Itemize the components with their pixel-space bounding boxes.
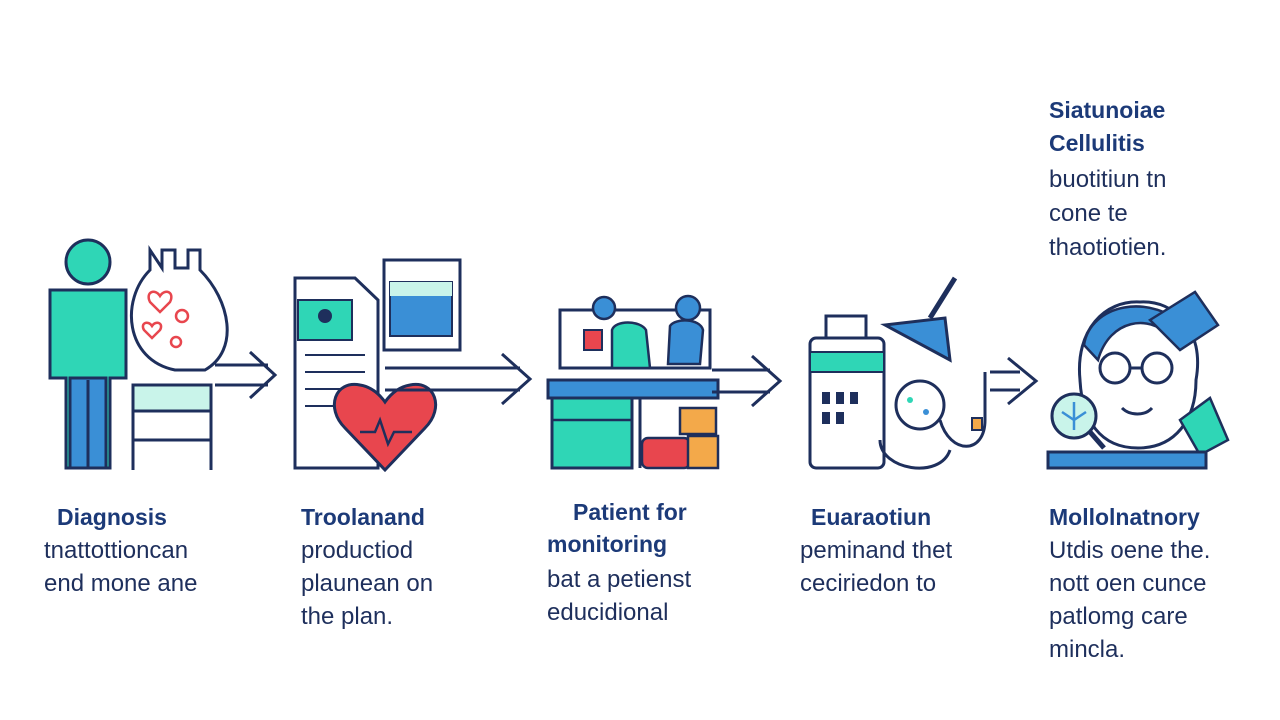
graduate-icon: [1046, 290, 1230, 470]
step-5-title: Mollolnatnory: [1049, 504, 1200, 530]
step-2-title: Troolanand: [301, 504, 425, 530]
step-5-line: nott oen cunce: [1049, 570, 1207, 597]
step-3-title-line: Patient for: [573, 499, 687, 525]
step-3-title-line: monitoring: [547, 531, 668, 557]
step-2-line: productiod: [301, 537, 414, 564]
bed-icon: [131, 383, 213, 470]
lamp-icon: [880, 276, 958, 363]
hospital-desk-icon: [546, 378, 720, 470]
side-note-line: cone te: [1049, 200, 1128, 227]
arrow-4: [990, 356, 1039, 406]
arrow-2: [385, 352, 533, 406]
medical-kit-icon: [640, 406, 720, 470]
step-4-line: peminand thet: [800, 537, 953, 564]
heart-organ-icon: [129, 245, 229, 372]
side-note-line: thaotiotien.: [1049, 234, 1167, 261]
arrow-3: [712, 354, 783, 408]
step-1-line: tnattottioncan: [44, 537, 189, 564]
stethoscope-icon: [878, 372, 987, 470]
step-4-title: Euaraotiun: [811, 504, 932, 530]
step-5-line: Utdis oene the.: [1049, 537, 1211, 564]
person-icon: [48, 238, 128, 470]
step-5-line: patlomg care: [1049, 603, 1188, 630]
medicine-bottle-icon: [808, 314, 886, 470]
side-note-title-line: Cellulitis: [1049, 130, 1145, 156]
step-1-line: end mone ane: [44, 570, 198, 597]
step-3-line: educidional: [547, 599, 669, 626]
step-1-title: Diagnosis: [57, 504, 167, 530]
step-2-line: the plan.: [301, 603, 394, 630]
step-4-line: ceciriedon to: [800, 570, 937, 597]
side-note-title-line: Siatunoiae: [1049, 97, 1166, 123]
heart-monitor-icon: [332, 382, 438, 473]
folder-icon: [382, 258, 462, 352]
step-2-line: plaunean on: [301, 570, 434, 597]
magnifier-icon: [1050, 392, 1106, 450]
step-5-line: mincla.: [1049, 636, 1126, 663]
arrow-1: [215, 350, 278, 400]
side-note-line: buotitiun tn: [1049, 166, 1167, 193]
step-3-line: bat a petienst: [547, 566, 692, 593]
care-team-icon: [558, 294, 712, 370]
